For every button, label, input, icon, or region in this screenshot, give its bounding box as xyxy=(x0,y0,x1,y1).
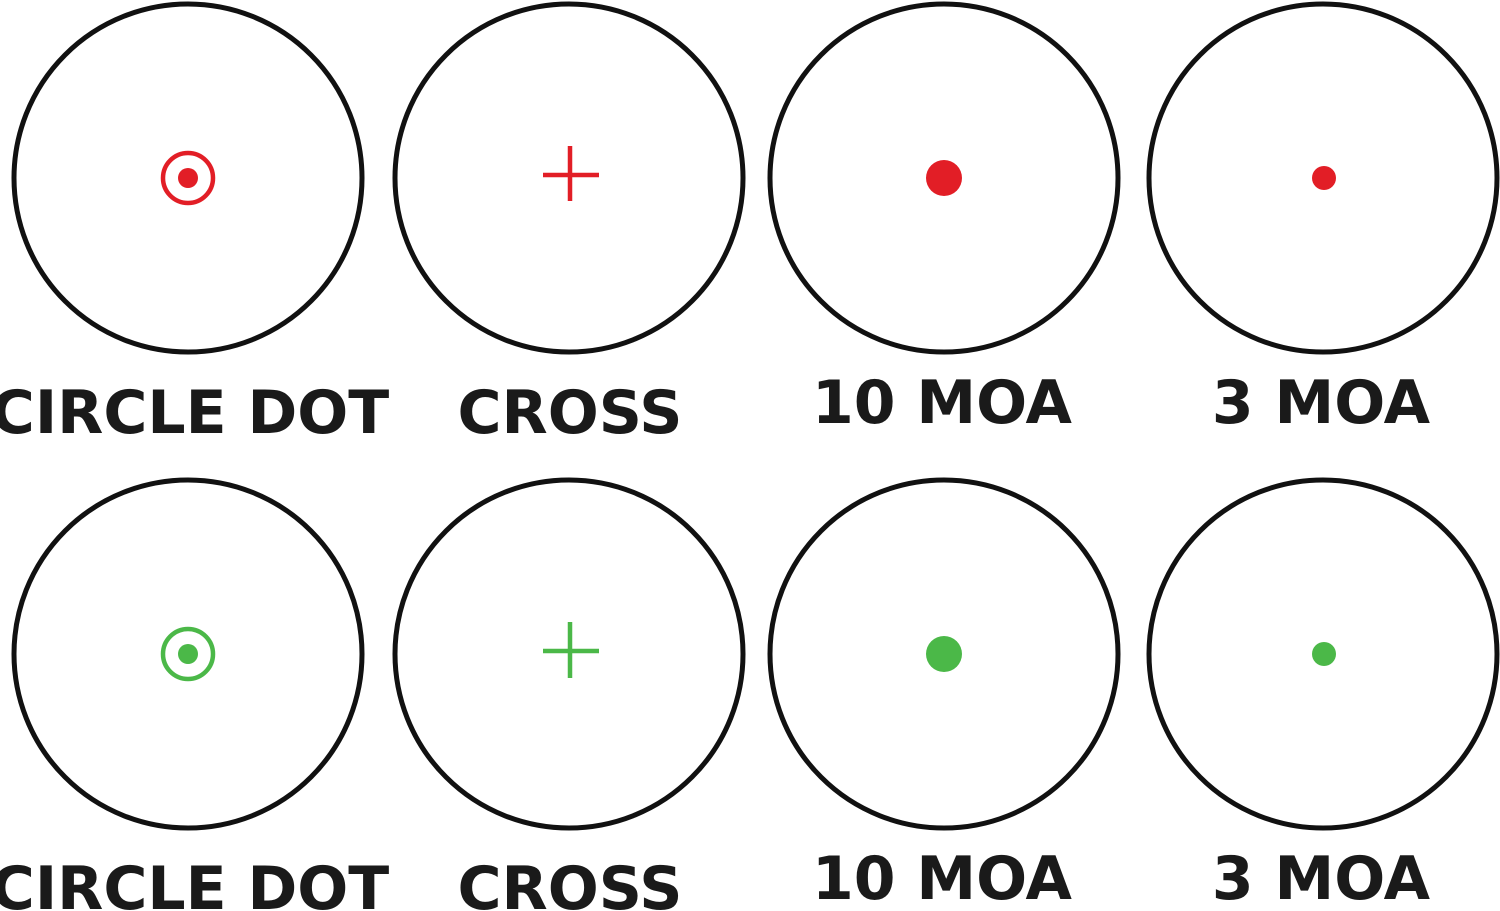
reticle-ring xyxy=(160,150,216,206)
large-dot-reticle-icon xyxy=(926,636,962,672)
small-dot-reticle-icon xyxy=(1312,166,1336,190)
reticle-card-red-cross: CROSS xyxy=(392,1,746,448)
reticle-label: CROSS xyxy=(458,378,683,448)
reticle-card-red-circle-dot: CIRCLE DOT xyxy=(0,1,389,448)
reticle-label: 3 MOA xyxy=(1212,844,1431,911)
scope-outline xyxy=(1146,477,1500,831)
scope-outline xyxy=(392,1,746,355)
reticle-card-red-10-moa: 10 MOA xyxy=(767,1,1121,438)
reticle-card-red-3-moa: 3 MOA xyxy=(1146,1,1500,438)
small-dot-reticle-icon xyxy=(1312,642,1336,666)
reticle-label: CIRCLE DOT xyxy=(0,378,389,448)
scope-outline xyxy=(767,1,1121,355)
reticle-label: CIRCLE DOT xyxy=(0,854,389,911)
large-dot-reticle-icon xyxy=(926,160,962,196)
reticle-center-dot xyxy=(178,168,198,188)
reticle-card-green-cross: CROSS xyxy=(392,477,746,911)
reticle-card-green-3-moa: 3 MOA xyxy=(1146,477,1500,911)
reticle-card-green-10-moa: 10 MOA xyxy=(767,477,1121,911)
cross-reticle-icon xyxy=(543,622,599,678)
reticle-label: 10 MOA xyxy=(812,368,1072,438)
reticle-label: CROSS xyxy=(458,854,683,911)
reticle-center-dot xyxy=(178,644,198,664)
scope-outline xyxy=(392,477,746,831)
scope-outline xyxy=(767,477,1121,831)
scope-outline xyxy=(11,1,365,355)
scope-outline xyxy=(11,477,365,831)
reticle-label: 3 MOA xyxy=(1212,368,1431,438)
cross-reticle-icon xyxy=(543,146,599,201)
reticle-card-green-circle-dot: CIRCLE DOT xyxy=(0,477,389,911)
scope-outline xyxy=(1146,1,1500,355)
reticle-label: 10 MOA xyxy=(812,844,1072,911)
circle-dot-reticle-icon xyxy=(160,150,216,206)
circle-dot-reticle-icon xyxy=(160,626,216,682)
reticle-ring xyxy=(160,626,216,682)
